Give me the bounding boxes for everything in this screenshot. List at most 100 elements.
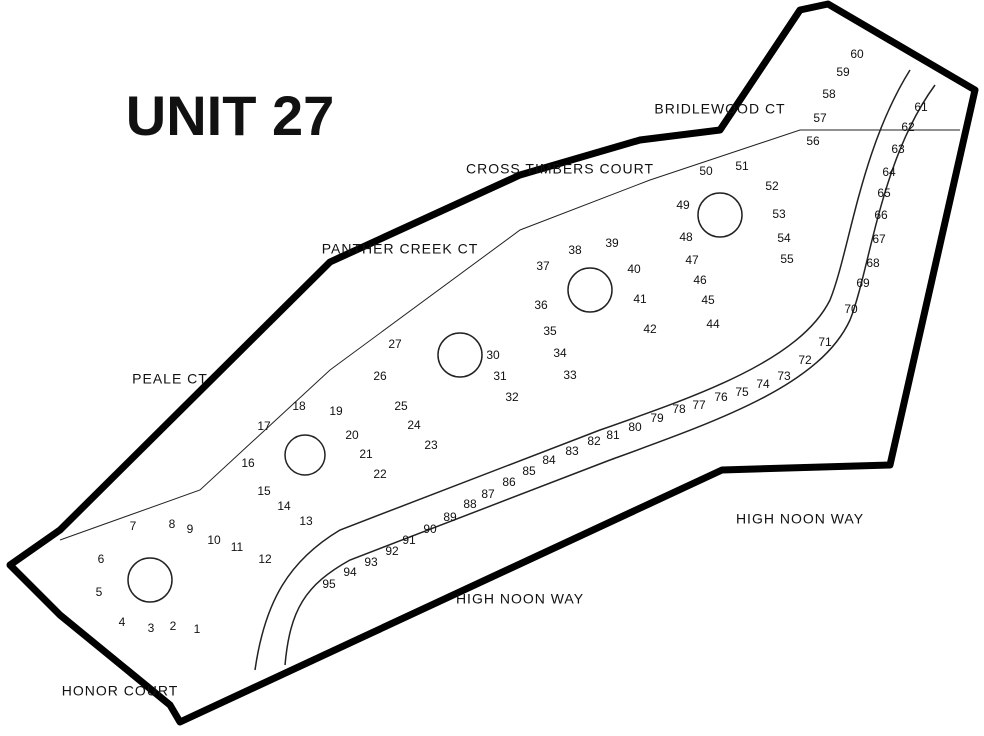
lot-number-88: 88 [463,497,477,511]
lot-number-16: 16 [241,456,255,470]
lot-number-60: 60 [850,47,864,61]
lot-number-65: 65 [877,186,891,200]
lot-number-47: 47 [685,253,699,267]
lot-number-44: 44 [706,317,720,331]
lot-number-39: 39 [605,236,619,250]
lot-number-18: 18 [292,399,306,413]
lot-number-74: 74 [756,377,770,391]
lot-number-94: 94 [343,565,357,579]
lot-number-13: 13 [299,514,313,528]
lot-number-1: 1 [194,622,201,636]
lot-number-23: 23 [424,438,438,452]
lot-number-87: 87 [481,487,495,501]
lot-number-8: 8 [169,517,176,531]
street-peale-ct: PEALE CT [132,371,208,387]
lot-number-33: 33 [563,368,577,382]
lot-number-11: 11 [231,540,244,554]
lot-number-3: 3 [148,621,155,635]
street-bridlewood-ct: BRIDLEWOOD CT [654,101,785,117]
lot-number-25: 25 [394,399,408,413]
lot-number-91: 91 [402,533,416,547]
lot-number-62: 62 [901,120,915,134]
lot-number-67: 67 [872,232,886,246]
lot-number-46: 46 [693,273,707,287]
lot-number-79: 79 [650,411,664,425]
lot-number-90: 90 [423,522,437,536]
lot-number-69: 69 [856,276,870,290]
lot-number-71: 71 [818,335,832,349]
lot-number-52: 52 [765,179,779,193]
lot-number-26: 26 [373,369,387,383]
lot-number-41: 41 [633,292,647,306]
lot-number-31: 31 [493,369,507,383]
lot-number-57: 57 [813,111,827,125]
street-cross-timbers-court: CROSS TIMBERS COURT [466,161,654,177]
lot-number-84: 84 [542,453,556,467]
lot-number-78: 78 [672,402,686,416]
lot-number-12: 12 [258,552,272,566]
lot-number-77: 77 [692,398,706,412]
lot-number-49: 49 [676,198,690,212]
lot-number-63: 63 [891,142,905,156]
lot-number-35: 35 [543,324,557,338]
lot-number-6: 6 [98,552,105,566]
lot-number-10: 10 [207,533,221,547]
lot-number-38: 38 [568,243,582,257]
lot-number-15: 15 [257,484,271,498]
lot-number-17: 17 [257,419,271,433]
lot-number-76: 76 [714,390,728,404]
lot-number-95: 95 [322,577,336,591]
lot-number-14: 14 [277,499,291,513]
street-honor-court: HONOR COURT [62,683,179,699]
street-high-noon-way-upper: HIGH NOON WAY [736,511,864,527]
lot-number-50: 50 [699,164,713,178]
lot-number-82: 82 [587,434,601,448]
lot-number-54: 54 [777,231,791,245]
lot-number-80: 80 [628,420,642,434]
lot-number-45: 45 [701,293,715,307]
lot-number-7: 7 [130,519,137,533]
lot-number-55: 55 [780,252,794,266]
lot-number-58: 58 [822,87,836,101]
unit-title: UNIT 27 [126,84,335,147]
lot-number-30: 30 [486,348,500,362]
lot-number-64: 64 [882,165,896,179]
lot-number-53: 53 [772,207,786,221]
lot-number-51: 51 [735,159,749,173]
lot-number-68: 68 [866,256,880,270]
unit-boundary [6,0,979,726]
lot-number-89: 89 [443,510,457,524]
lot-number-75: 75 [735,385,749,399]
lot-number-56: 56 [806,134,820,148]
lot-number-48: 48 [679,230,693,244]
lot-number-36: 36 [534,298,548,312]
lot-number-32: 32 [505,390,519,404]
lot-number-42: 42 [643,322,657,336]
lot-number-27: 27 [388,337,402,351]
lot-number-40: 40 [627,262,641,276]
lot-number-73: 73 [777,369,791,383]
lot-number-5: 5 [96,585,103,599]
lot-number-85: 85 [522,464,536,478]
lot-number-4: 4 [119,615,126,629]
lot-number-83: 83 [565,444,579,458]
lot-number-24: 24 [407,418,421,432]
lot-number-9: 9 [187,522,194,536]
lot-number-86: 86 [502,475,516,489]
lot-number-21: 21 [359,447,373,461]
street-panther-creek-ct: PANTHER CREEK CT [322,241,479,257]
lot-number-81: 81 [606,428,620,442]
lot-number-70: 70 [844,302,858,316]
lot-number-92: 92 [385,544,399,558]
lot-number-37: 37 [536,259,550,273]
lot-number-61: 61 [914,100,928,114]
lot-number-72: 72 [798,353,812,367]
lot-number-20: 20 [345,428,359,442]
lot-number-2: 2 [170,619,177,633]
lot-number-34: 34 [553,346,567,360]
road-lines [59,69,960,671]
lot-number-22: 22 [373,467,387,481]
lot-number-93: 93 [364,555,378,569]
